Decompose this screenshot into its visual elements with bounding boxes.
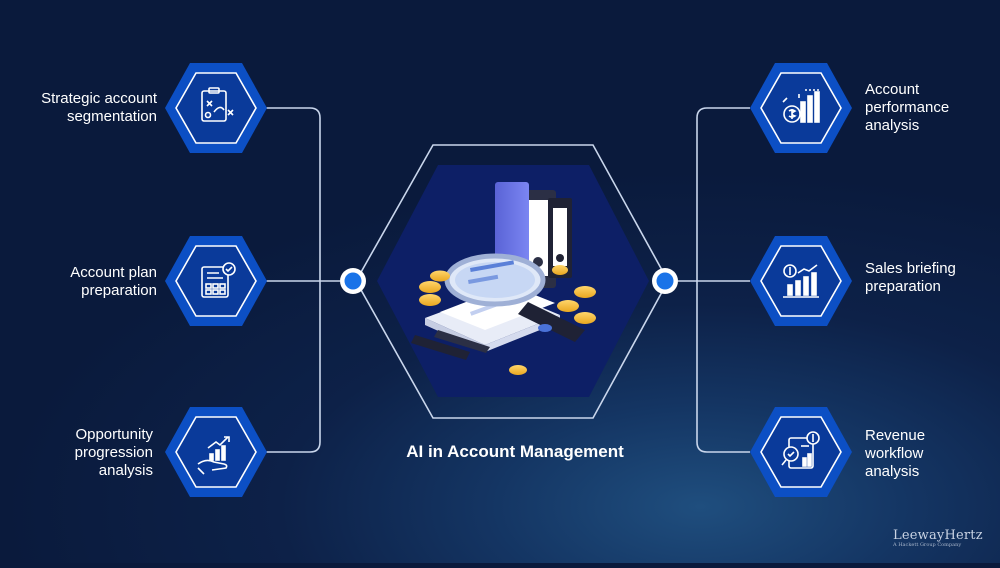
label-line: analysis — [865, 463, 920, 480]
brand-logo: LeewayHertz A Hackett Group Company — [893, 528, 983, 548]
label-line: performance — [865, 99, 950, 116]
label-account-performance-analysis: Account performance analysis — [865, 81, 949, 135]
brand-name: LeewayHertz — [893, 528, 983, 543]
hex-node-opportunity-progression-analysis — [165, 407, 267, 497]
plan-document-icon — [201, 262, 236, 298]
revenue-report-icon — [781, 431, 820, 469]
label-line: preparation — [81, 282, 157, 299]
hex-node-account-plan-preparation — [165, 236, 267, 326]
brand-tagline: A Hackett Group Company — [893, 542, 962, 548]
documents-magnifier-coins-icon — [411, 182, 596, 375]
hex-node-strategic-account-segmentation — [165, 63, 267, 153]
label-sales-briefing-preparation: Sales briefing preparation — [865, 260, 956, 296]
label-account-plan-preparation: Account plan preparation — [70, 264, 157, 300]
right-junction-node — [652, 268, 678, 294]
connector-right-bottom — [696, 281, 750, 453]
hex-node-revenue-workflow-analysis — [750, 407, 852, 497]
label-line: Revenue — [865, 427, 926, 444]
label-line: Strategic account — [41, 90, 157, 107]
label-line: analysis — [865, 117, 920, 134]
performance-chart-icon — [782, 89, 820, 123]
hex-node-account-performance-analysis — [750, 63, 852, 153]
label-line: segmentation — [66, 108, 157, 125]
sales-chart-icon — [783, 264, 819, 298]
label-line: Account plan — [70, 264, 157, 281]
label-strategic-account-segmentation: Strategic account segmentation — [41, 90, 157, 126]
left-connectors — [265, 107, 340, 453]
label-line: workflow — [865, 445, 924, 462]
label-line: Sales briefing — [865, 260, 956, 277]
label-line: Opportunity — [75, 426, 153, 443]
connector-right-top — [696, 107, 750, 281]
left-junction-node — [340, 268, 366, 294]
label-revenue-workflow-analysis: Revenue workflow analysis — [865, 427, 925, 481]
right-connectors — [678, 107, 750, 453]
label-line: analysis — [98, 462, 153, 479]
connector-left-bottom — [265, 281, 321, 453]
hex-node-sales-briefing-preparation — [750, 236, 852, 326]
center-title: AI in Account Management — [406, 442, 624, 461]
growth-hand-icon — [197, 436, 230, 475]
label-line: Account — [865, 81, 920, 98]
label-opportunity-progression-analysis: Opportunity progression analysis — [75, 426, 153, 480]
label-line: progression — [74, 444, 153, 461]
connector-left-top — [265, 107, 321, 281]
label-line: preparation — [865, 278, 941, 295]
strategy-clipboard-icon — [201, 87, 234, 122]
